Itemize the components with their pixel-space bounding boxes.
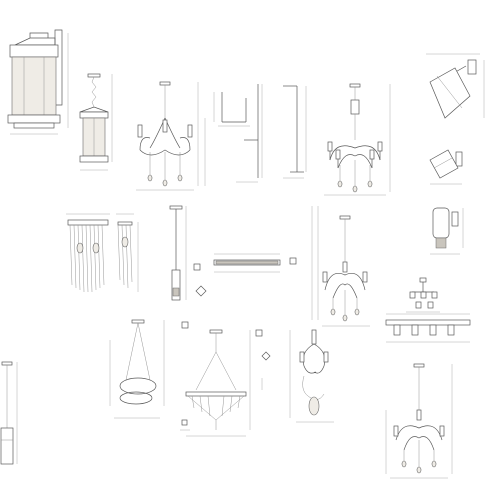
- small-square-shade-drawing: [180, 419, 190, 431]
- cylinder-pendant-drawing: [0, 361, 18, 465]
- wall-spot-cylinder-drawing: [429, 149, 463, 185]
- crystal-fringe-pendant-drawing: [185, 329, 271, 437]
- chandelier-pendant-drop-drawing: [385, 363, 453, 479]
- chandelier-candle-drawing: [324, 83, 391, 196]
- crystal-sconce-drawing: [66, 213, 139, 293]
- bracket-profile-a-drawing: [213, 92, 250, 127]
- bracket-profile-c-drawing: [283, 85, 307, 179]
- wall-spot-round-drawing: [430, 207, 464, 255]
- wall-lantern-drawing: [7, 29, 69, 135]
- ornate-sconce-drawing: [261, 329, 334, 423]
- pendant-lantern-drawing: [79, 73, 113, 171]
- ring-pendant-drawing: [109, 319, 189, 419]
- branch-spots-drawing: [406, 277, 440, 313]
- wall-spot-angled-drawing: [426, 53, 485, 119]
- bracket-profile-b-drawing: [236, 84, 263, 183]
- ceiling-spot-bar-drawing: [385, 313, 471, 343]
- pendant-rod-drawing: [169, 205, 207, 301]
- linear-bar-drawing: [213, 253, 297, 273]
- tall-chandelier-drawing: [311, 206, 370, 327]
- chandelier-small-drawing: [136, 81, 206, 191]
